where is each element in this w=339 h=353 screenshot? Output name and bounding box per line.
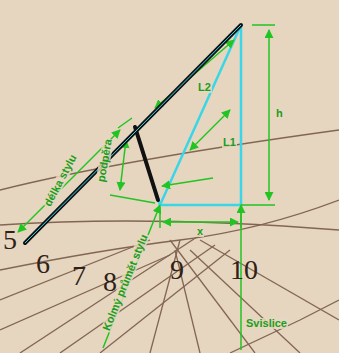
dimension-label: podpěra — [96, 137, 115, 184]
axis-label: Svislice — [245, 318, 288, 329]
hour-number: 5 — [3, 226, 17, 254]
hour-number: 6 — [36, 250, 50, 278]
dimension-label: h — [275, 108, 284, 119]
dimension-label: délka stylu — [41, 151, 78, 208]
hour-number: 10 — [230, 256, 258, 284]
dimension-label: L2 — [197, 82, 212, 93]
dimension-label: x — [196, 226, 204, 237]
dimension-label: L1 — [222, 137, 237, 148]
hour-number: 9 — [170, 256, 184, 284]
hour-number: 7 — [72, 262, 86, 290]
